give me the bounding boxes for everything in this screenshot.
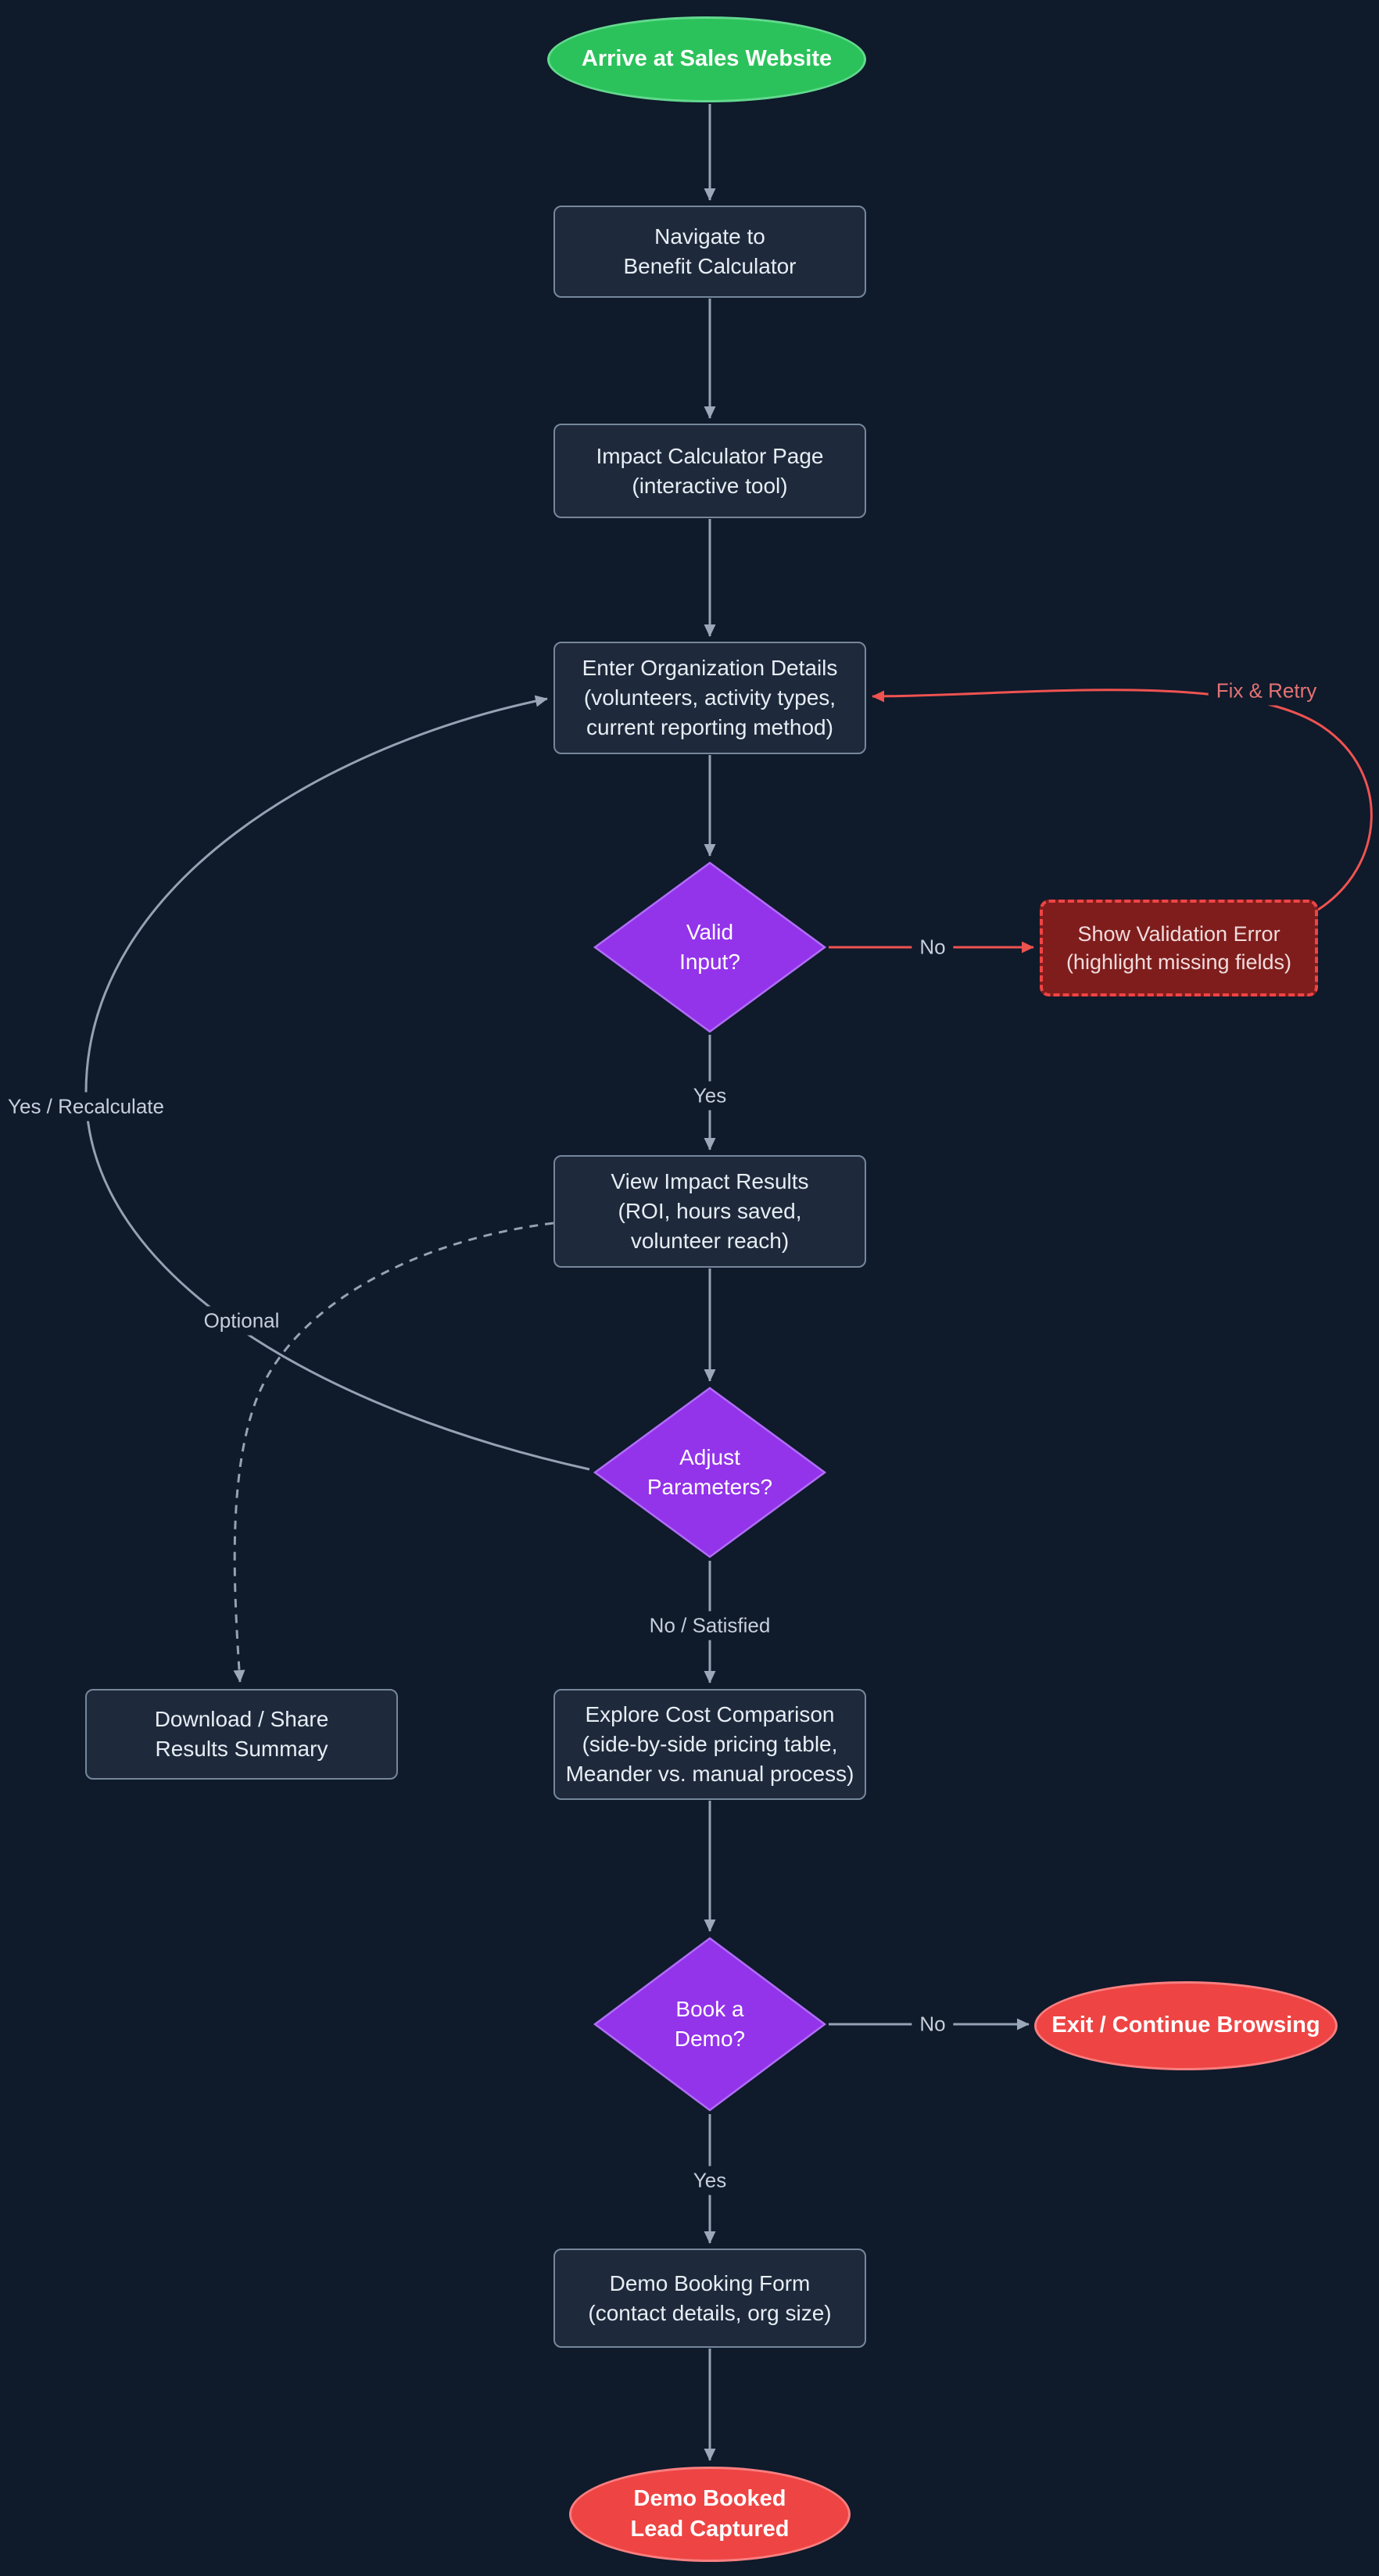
- decision-valid-input: Valid Input?: [593, 861, 827, 1033]
- edge-label-optional: Optional: [195, 1306, 288, 1336]
- decision-book-a-demo: Book a Demo?: [593, 1937, 827, 2112]
- edge-label-yes-valid: Yes: [685, 1081, 735, 1111]
- node-view-impact-results: View Impact Results (ROI, hours saved, v…: [553, 1155, 866, 1268]
- node-start-arrive-sales-website: Arrive at Sales Website: [547, 16, 866, 102]
- node-navigate-benefit-calculator: Navigate to Benefit Calculator: [553, 206, 866, 298]
- node-demo-form-label: Demo Booking Form (contact details, org …: [588, 2270, 832, 2325]
- decision-adjust-parameters: Adjust Parameters?: [593, 1386, 827, 1558]
- decision-valid-input-label: Valid Input?: [679, 920, 740, 974]
- node-enter-organization-details: Enter Organization Details (volunteers, …: [553, 642, 866, 754]
- node-download-share-label: Download / Share Results Summary: [154, 1707, 329, 1761]
- edge-view-results-download-share: [233, 1222, 554, 1683]
- node-start-label: Arrive at Sales Website: [581, 46, 833, 72]
- decision-book-demo-label: Book a Demo?: [674, 1997, 746, 2051]
- diamond-shape: [593, 1937, 827, 2112]
- node-demo-booked-label: Demo Booked Lead Captured: [630, 2485, 790, 2542]
- node-validation-error-label: Show Validation Error (highlight missing…: [1066, 921, 1292, 974]
- node-explore-cost-comparison: Explore Cost Comparison (side-by-side pr…: [553, 1689, 866, 1800]
- node-enter-details-label: Enter Organization Details (volunteers, …: [582, 656, 838, 739]
- node-demo-booking-form: Demo Booking Form (contact details, org …: [553, 2249, 866, 2348]
- diamond-shape: [593, 861, 827, 1033]
- edge-label-fix-retry: Fix & Retry: [1208, 676, 1325, 706]
- edge-label-no-validation: No: [912, 932, 954, 962]
- node-show-validation-error: Show Validation Error (highlight missing…: [1040, 900, 1318, 996]
- node-exit-continue-browsing: Exit / Continue Browsing: [1034, 1981, 1338, 2070]
- node-download-share-results: Download / Share Results Summary: [85, 1689, 398, 1780]
- edge-label-yes-book: Yes: [685, 2166, 735, 2195]
- edge-adjust-params-enter-details: [84, 695, 590, 1471]
- decision-adjust-parameters-label: Adjust Parameters?: [647, 1445, 773, 1499]
- node-exit-label: Exit / Continue Browsing: [1051, 2012, 1320, 2038]
- node-impact-calculator-page: Impact Calculator Page (interactive tool…: [553, 424, 866, 518]
- node-demo-booked-lead-captured: Demo Booked Lead Captured: [569, 2467, 851, 2562]
- edge-validation-error-enter-details: [872, 689, 1373, 911]
- edge-label-no-exit: No: [912, 2009, 954, 2039]
- node-view-results-label: View Impact Results (ROI, hours saved, v…: [611, 1169, 809, 1253]
- edge-label-no-satisfied: No / Satisfied: [641, 1611, 779, 1640]
- node-explore-cost-label: Explore Cost Comparison (side-by-side pr…: [565, 1702, 854, 1786]
- edge-label-yes-recalculate: Yes / Recalculate: [0, 1092, 172, 1122]
- node-navigate-label: Navigate to Benefit Calculator: [623, 224, 797, 278]
- node-impact-page-label: Impact Calculator Page (interactive tool…: [596, 443, 824, 498]
- diamond-shape: [593, 1386, 827, 1558]
